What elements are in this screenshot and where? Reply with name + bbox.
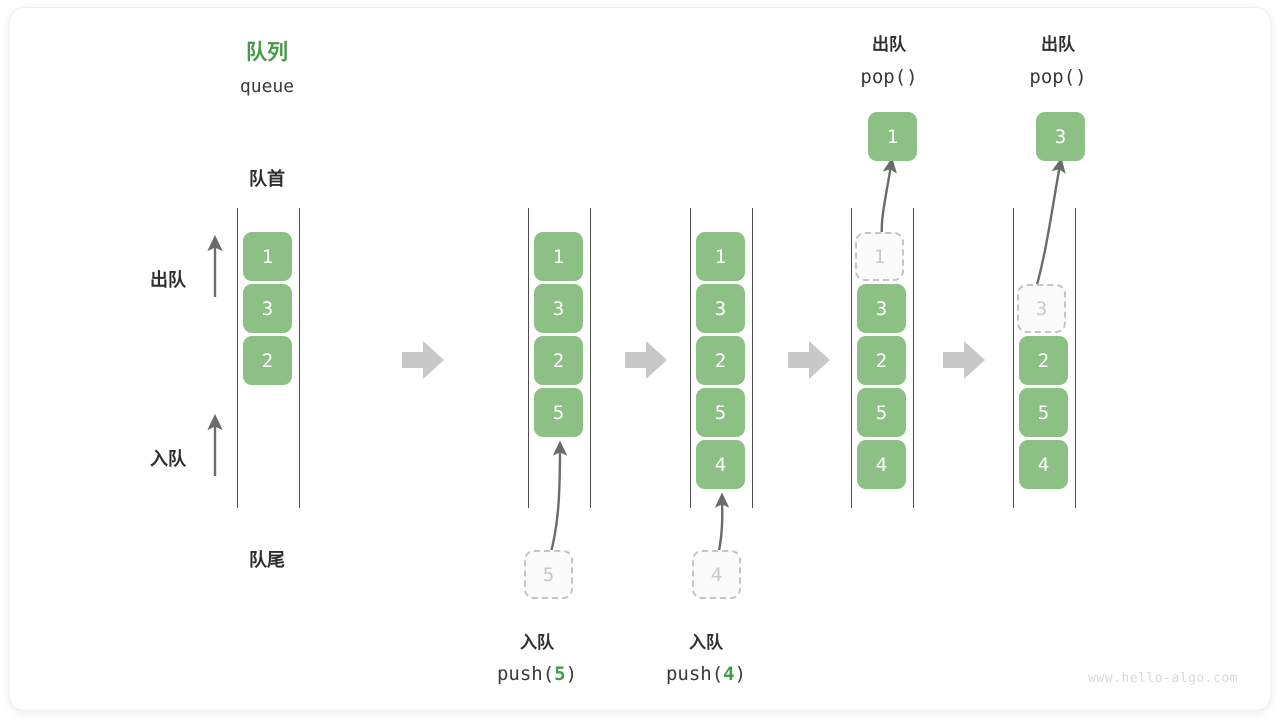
queue-cell[interactable]: 5 (857, 388, 906, 437)
incoming-element[interactable]: 5 (524, 550, 573, 599)
flow-arrow-2 (625, 341, 667, 379)
operation-code: pop() (1029, 66, 1087, 88)
queue-cell[interactable]: 5 (696, 388, 745, 437)
code-arg: 4 (723, 663, 735, 685)
operation-label: 入队 (689, 633, 723, 653)
rail-right (299, 208, 300, 508)
queue-cell[interactable]: 1 (696, 232, 745, 281)
rail-left (690, 208, 691, 508)
dequeue-label: 出队 (150, 270, 186, 291)
rail-left (237, 208, 238, 508)
rail-left (1013, 208, 1014, 508)
queue-cell[interactable]: 2 (857, 336, 906, 385)
removed-element[interactable]: 1 (855, 232, 904, 281)
flow-arrow-1 (402, 341, 444, 379)
queue-cell[interactable]: 1 (243, 232, 292, 281)
queue-cell[interactable]: 2 (1019, 336, 1068, 385)
page-subtitle: queue (239, 76, 295, 97)
removed-element[interactable]: 3 (1017, 284, 1066, 333)
operation-code: push(4) (666, 663, 746, 685)
queue-cell[interactable]: 3 (243, 284, 292, 333)
rail-right (752, 208, 753, 508)
incoming-element[interactable]: 4 (692, 550, 741, 599)
watermark: www.hello-algo.com (1088, 671, 1238, 686)
queue-cell[interactable]: 1 (534, 232, 583, 281)
operation-label: 出队 (1041, 35, 1075, 55)
operation-code: push(5) (497, 663, 577, 685)
diagram-card: 队列 queue 队首 队尾 出队 入队 1 3 2 1 3 2 5 5 入队 … (10, 8, 1270, 710)
enqueue-label: 入队 (150, 449, 186, 470)
code-post: ) (734, 663, 747, 685)
operation-code: pop() (860, 66, 918, 88)
rail-right (590, 208, 591, 508)
code-arg: 5 (554, 663, 566, 685)
queue-cell[interactable]: 4 (696, 440, 745, 489)
pop-3-arrow (1030, 157, 1066, 303)
code-post: ) (565, 663, 578, 685)
popped-element[interactable]: 3 (1036, 112, 1085, 161)
code-pre: push( (665, 663, 724, 685)
queue-cell[interactable]: 2 (534, 336, 583, 385)
flow-arrow-4 (943, 341, 985, 379)
queue-cell[interactable]: 4 (857, 440, 906, 489)
queue-cell[interactable]: 3 (696, 284, 745, 333)
queue-cell[interactable]: 3 (857, 284, 906, 333)
flow-arrow-3 (788, 341, 830, 379)
rear-label: 队尾 (249, 550, 285, 571)
queue-cell[interactable]: 2 (243, 336, 292, 385)
rail-left (528, 208, 529, 508)
rail-right (1075, 208, 1076, 508)
queue-cell[interactable]: 4 (1019, 440, 1068, 489)
queue-cell[interactable]: 5 (534, 388, 583, 437)
popped-element[interactable]: 1 (868, 112, 917, 161)
operation-label: 入队 (520, 633, 554, 653)
push-5-arrow (547, 440, 568, 561)
rail-left (851, 208, 852, 508)
queue-cell[interactable]: 2 (696, 336, 745, 385)
operation-label: 出队 (872, 35, 906, 55)
queue-cell[interactable]: 5 (1019, 388, 1068, 437)
queue-cell[interactable]: 3 (534, 284, 583, 333)
page-title: 队列 (246, 40, 288, 64)
rail-right (913, 208, 914, 508)
code-pre: push( (496, 663, 555, 685)
front-label: 队首 (249, 169, 285, 190)
